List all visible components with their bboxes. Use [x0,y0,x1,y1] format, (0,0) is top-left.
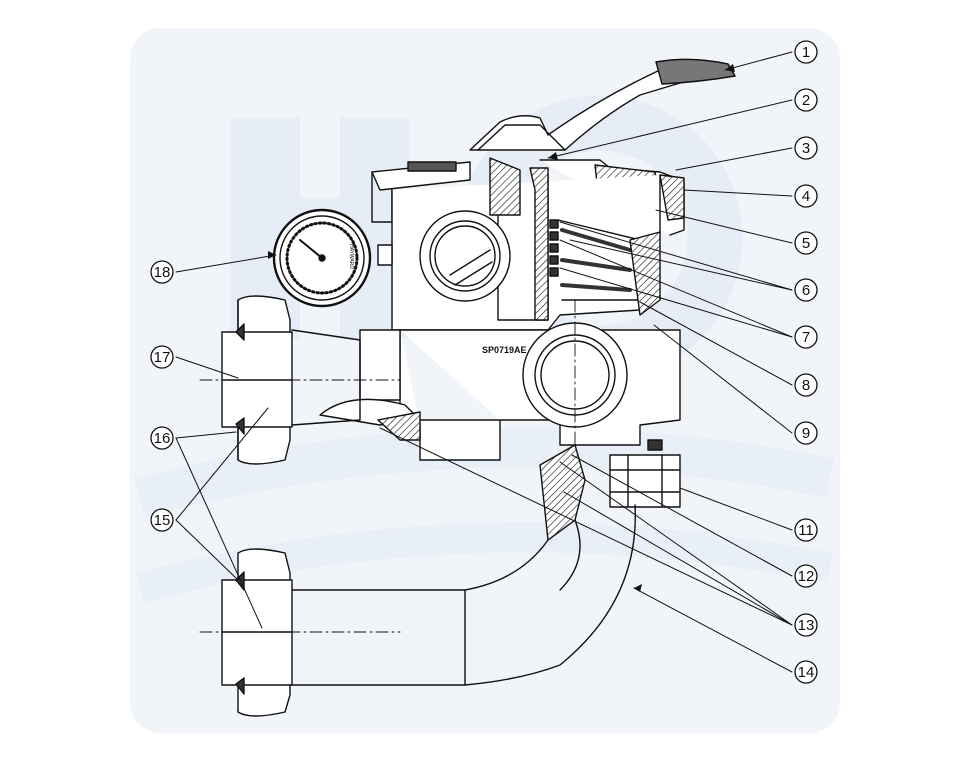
callout-15: 15 [150,508,174,532]
callout-circle [150,508,174,532]
callout-number: 7 [802,329,810,346]
callout-circle [794,136,818,160]
leader-arrows [268,64,735,592]
callout-circle [794,564,818,588]
callout-7: 7 [794,325,818,349]
callout-4: 4 [794,184,818,208]
callout-14: 14 [794,660,818,684]
callout-circle [794,373,818,397]
callout-number: 8 [802,377,810,394]
callout-11: 11 [794,518,818,542]
leader-lines [175,51,793,673]
callout-2: 2 [794,88,818,112]
callout-6: 6 [794,278,818,302]
handle [469,58,736,151]
callout-1: 1 [794,40,818,64]
callout-number: 15 [154,512,171,529]
callout-circle [150,426,174,450]
callout-circle [794,184,818,208]
union-coupling-17 [221,295,361,465]
callout-13: 13 [794,613,818,637]
callout-number: 12 [798,568,815,585]
callout-5: 5 [794,231,818,255]
callout-17: 17 [150,345,174,369]
callout-circle [794,660,818,684]
callout-3: 3 [794,136,818,160]
callout-circle [150,345,174,369]
part-code-label: SP0719AE [482,345,527,355]
callout-number: 18 [154,264,171,281]
callout-circle [794,231,818,255]
callout-8: 8 [794,373,818,397]
union-coupling-15 [221,548,293,717]
callout-number: 3 [802,140,810,157]
callout-circle [794,421,818,445]
callout-number: 11 [798,522,814,539]
valve-body [377,157,661,331]
callout-number: 9 [802,425,810,442]
callout-circle [794,40,818,64]
callout-circle [794,518,818,542]
union-nut-11 [609,454,681,508]
callout-number: 5 [802,235,810,252]
callout-number: 4 [802,188,810,205]
pressure-gauge [272,208,372,308]
callout-number: 2 [802,92,810,109]
callout-16: 16 [150,426,174,450]
callout-number: 14 [798,664,815,681]
callout-circle [794,613,818,637]
callout-circle [794,325,818,349]
callout-circle [794,88,818,112]
elbow-pipe [284,444,636,686]
callout-circle [150,260,174,284]
callout-number: 13 [798,617,815,634]
callout-18: 18 [150,260,174,284]
callout-number: 17 [154,349,171,366]
callout-number: 1 [802,44,810,61]
callout-number: 16 [154,430,171,447]
callout-circle [794,278,818,302]
callout-number: 6 [802,282,810,299]
gauge-brand-label: HAYWARD [348,244,354,269]
lower-manifold [319,322,681,461]
callout-12: 12 [794,564,818,588]
callout-9: 9 [794,421,818,445]
